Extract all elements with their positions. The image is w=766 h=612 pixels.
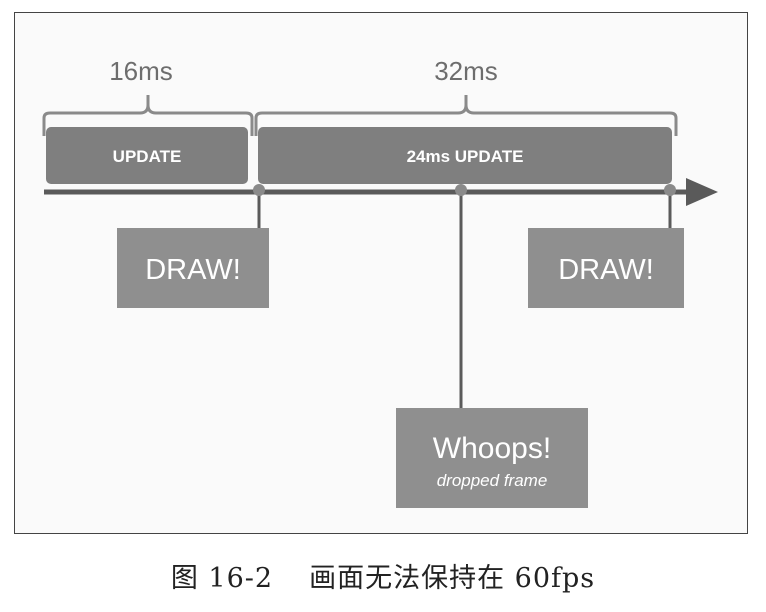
update-bar-label: UPDATE xyxy=(113,147,182,166)
draw-box-2 xyxy=(528,228,684,308)
draw-box-1 xyxy=(117,228,269,308)
figure-caption: 图 16-2 画面无法保持在 60fps xyxy=(0,556,766,595)
tick-dot-1 xyxy=(253,184,265,196)
frame-timing-diagram: UPDATE 24ms UPDATE 16ms 32ms DRAW! DRAW!… xyxy=(42,56,718,508)
tick-dot-2 xyxy=(455,184,467,196)
update-bar xyxy=(46,127,248,184)
whoops-box xyxy=(396,408,588,508)
brace-16ms xyxy=(42,95,254,136)
span-16ms-label: 16ms xyxy=(109,56,173,86)
draw-box-2-label: DRAW! xyxy=(558,254,654,286)
long-update-bar xyxy=(258,127,672,184)
long-update-bar-label: 24ms UPDATE xyxy=(407,147,524,166)
whoops-subtitle: dropped frame xyxy=(437,471,548,490)
figure-number: 图 16-2 xyxy=(170,563,274,594)
timeline-arrow-icon xyxy=(686,178,718,206)
draw-box-1-label: DRAW! xyxy=(145,254,241,286)
brace-32ms xyxy=(254,95,678,136)
span-32ms-label: 32ms xyxy=(434,56,498,86)
whoops-title: Whoops! xyxy=(433,432,551,465)
figure-caption-text: 画面无法保持在 60fps xyxy=(309,563,596,594)
tick-dot-3 xyxy=(664,184,676,196)
